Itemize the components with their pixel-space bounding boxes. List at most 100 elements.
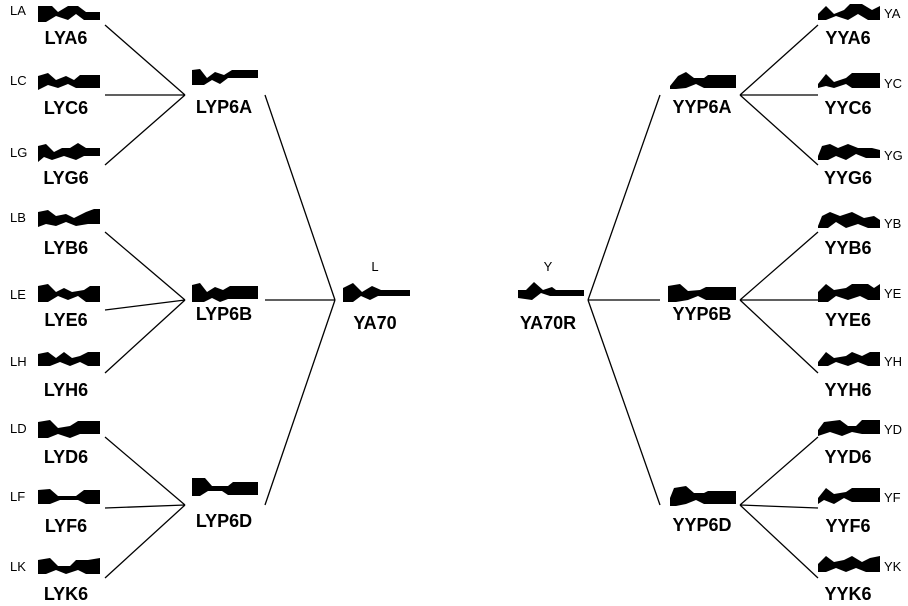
left-group-label: LYP6A — [196, 97, 252, 117]
right-leaf-keyway-icon — [818, 73, 880, 88]
right-leaf-label: YYA6 — [825, 28, 870, 48]
left-leaf-label: LYB6 — [44, 238, 88, 258]
left-leaf-label: LYH6 — [44, 380, 88, 400]
left-leaf-keyway-icon — [38, 73, 100, 90]
right-root-code: Y — [544, 259, 553, 274]
right-leaf-node: YF YYF6 — [818, 488, 901, 536]
connector-lyp6a-to-lyg6 — [104, 94, 186, 166]
connector-yyp6d-to-yyk6 — [739, 504, 819, 579]
connector-yyp6b-to-yyb6 — [739, 231, 819, 301]
right-leaf-node: YB YYB6 — [818, 212, 901, 258]
right-leaf-keyway-icon — [818, 212, 880, 228]
left-group-node: LYP6B — [192, 283, 258, 324]
right-leaf-keyway-icon — [818, 352, 880, 366]
connector-lyp6d-to-lyk6 — [104, 504, 186, 579]
right-group-node: YYP6D — [670, 486, 736, 535]
connector-lyp6d-to-lyf6 — [104, 504, 186, 509]
right-leaf-code: YB — [884, 216, 901, 231]
left-group-keyway-icon — [192, 283, 258, 302]
connector-lyp6d-to-lyd6 — [104, 436, 186, 506]
connector-left-root-to-group-d — [264, 299, 336, 506]
left-leaf-keyway-icon — [38, 209, 100, 227]
right-leaf-node: YH YYH6 — [818, 352, 902, 400]
left-leaf-node: LK LYK6 — [10, 558, 100, 604]
left-leaf-node: LA LYA6 — [10, 3, 100, 48]
connector-yyp6d-to-yyd6 — [739, 436, 819, 506]
connector-yyp6a-to-yyg6 — [739, 94, 819, 166]
left-leaf-keyway-icon — [38, 6, 100, 22]
right-leaf-code: YK — [884, 559, 902, 574]
right-leaf-code: YE — [884, 286, 902, 301]
left-leaf-node: LG LYG6 — [10, 143, 100, 188]
left-leaf-code: LC — [10, 73, 27, 88]
right-leaf-node: YK YYK6 — [818, 556, 902, 604]
left-root-keyway-icon — [343, 283, 410, 302]
left-group-keyway-icon — [192, 69, 258, 85]
connector-right-root-to-group-a — [587, 94, 661, 301]
connector-yyp6a-to-yya6 — [739, 24, 819, 96]
right-leaf-code: YD — [884, 422, 902, 437]
left-leaf-keyway-icon — [38, 558, 100, 574]
right-group-keyway-icon — [668, 284, 736, 302]
right-leaf-label: YYH6 — [824, 380, 871, 400]
left-leaf-code: LD — [10, 421, 27, 436]
right-group-label: YYP6A — [672, 97, 731, 117]
left-leaf-label: LYG6 — [43, 168, 88, 188]
connector-lyp6b-to-lyb6 — [104, 231, 186, 301]
left-root-node: L YA70 — [343, 259, 410, 333]
left-leaf-node: LH LYH6 — [10, 352, 100, 400]
right-group-keyway-icon — [670, 486, 736, 506]
right-leaf-keyway-icon — [818, 420, 880, 436]
right-leaf-label: YYD6 — [824, 447, 871, 467]
connector-lyp6a-to-lya6 — [104, 24, 186, 96]
left-leaf-label: LYC6 — [44, 98, 88, 118]
left-leaf-node: LD LYD6 — [10, 420, 100, 467]
left-leaf-label: LYE6 — [44, 310, 87, 330]
left-leaf-label: LYD6 — [44, 447, 88, 467]
right-leaf-code: YA — [884, 6, 901, 21]
right-leaf-label: YYG6 — [824, 168, 872, 188]
right-leaf-keyway-icon — [818, 4, 880, 20]
right-leaf-node: YE YYE6 — [818, 284, 902, 330]
left-leaf-keyway-icon — [38, 489, 100, 504]
connector-right-root-to-group-d — [587, 299, 661, 506]
left-leaf-keyway-icon — [38, 420, 100, 438]
connector-lyp6b-to-lye6 — [104, 299, 186, 311]
left-leaf-code: LB — [10, 210, 26, 225]
right-group-label: YYP6D — [672, 515, 731, 535]
left-leaf-label: LYK6 — [44, 584, 88, 604]
left-group-keyway-icon — [192, 478, 258, 496]
left-leaf-code: LG — [10, 145, 27, 160]
left-leaf-code: LK — [10, 559, 26, 574]
right-leaf-node: YC YYC6 — [818, 73, 902, 118]
right-root-keyway-icon — [518, 282, 584, 300]
right-group-node: YYP6A — [670, 72, 736, 117]
right-leaf-label: YYB6 — [824, 238, 871, 258]
right-leaf-code: YC — [884, 76, 902, 91]
left-leaf-code: LF — [10, 489, 25, 504]
left-leaf-keyway-icon — [38, 352, 100, 366]
right-leaf-code: YF — [884, 490, 901, 505]
connector-yyp6b-to-yyh6 — [739, 299, 819, 374]
right-root-label: YA70R — [520, 313, 576, 333]
right-root-node: Y YA70R — [518, 259, 584, 333]
right-leaf-code: YG — [884, 148, 903, 163]
right-leaf-keyway-icon — [818, 284, 880, 302]
left-leaf-code: LE — [10, 287, 26, 302]
left-leaf-label: LYA6 — [45, 28, 88, 48]
right-leaf-node: YD YYD6 — [818, 420, 902, 467]
left-leaf-label: LYF6 — [45, 516, 87, 536]
right-leaf-label: YYK6 — [824, 584, 871, 604]
left-leaf-node: LF LYF6 — [10, 489, 100, 536]
left-leaf-keyway-icon — [38, 143, 100, 162]
connector-left-root-to-group-a — [264, 94, 336, 301]
left-group-node: LYP6D — [192, 478, 258, 531]
right-leaf-keyway-icon — [818, 488, 880, 504]
right-leaf-label: YYF6 — [825, 516, 870, 536]
right-leaf-node: YA YYA6 — [818, 4, 901, 48]
right-leaf-label: YYE6 — [825, 310, 871, 330]
right-group-keyway-icon — [670, 72, 736, 89]
left-leaf-node: LB LYB6 — [10, 209, 100, 258]
right-group-node: YYP6B — [668, 284, 736, 324]
